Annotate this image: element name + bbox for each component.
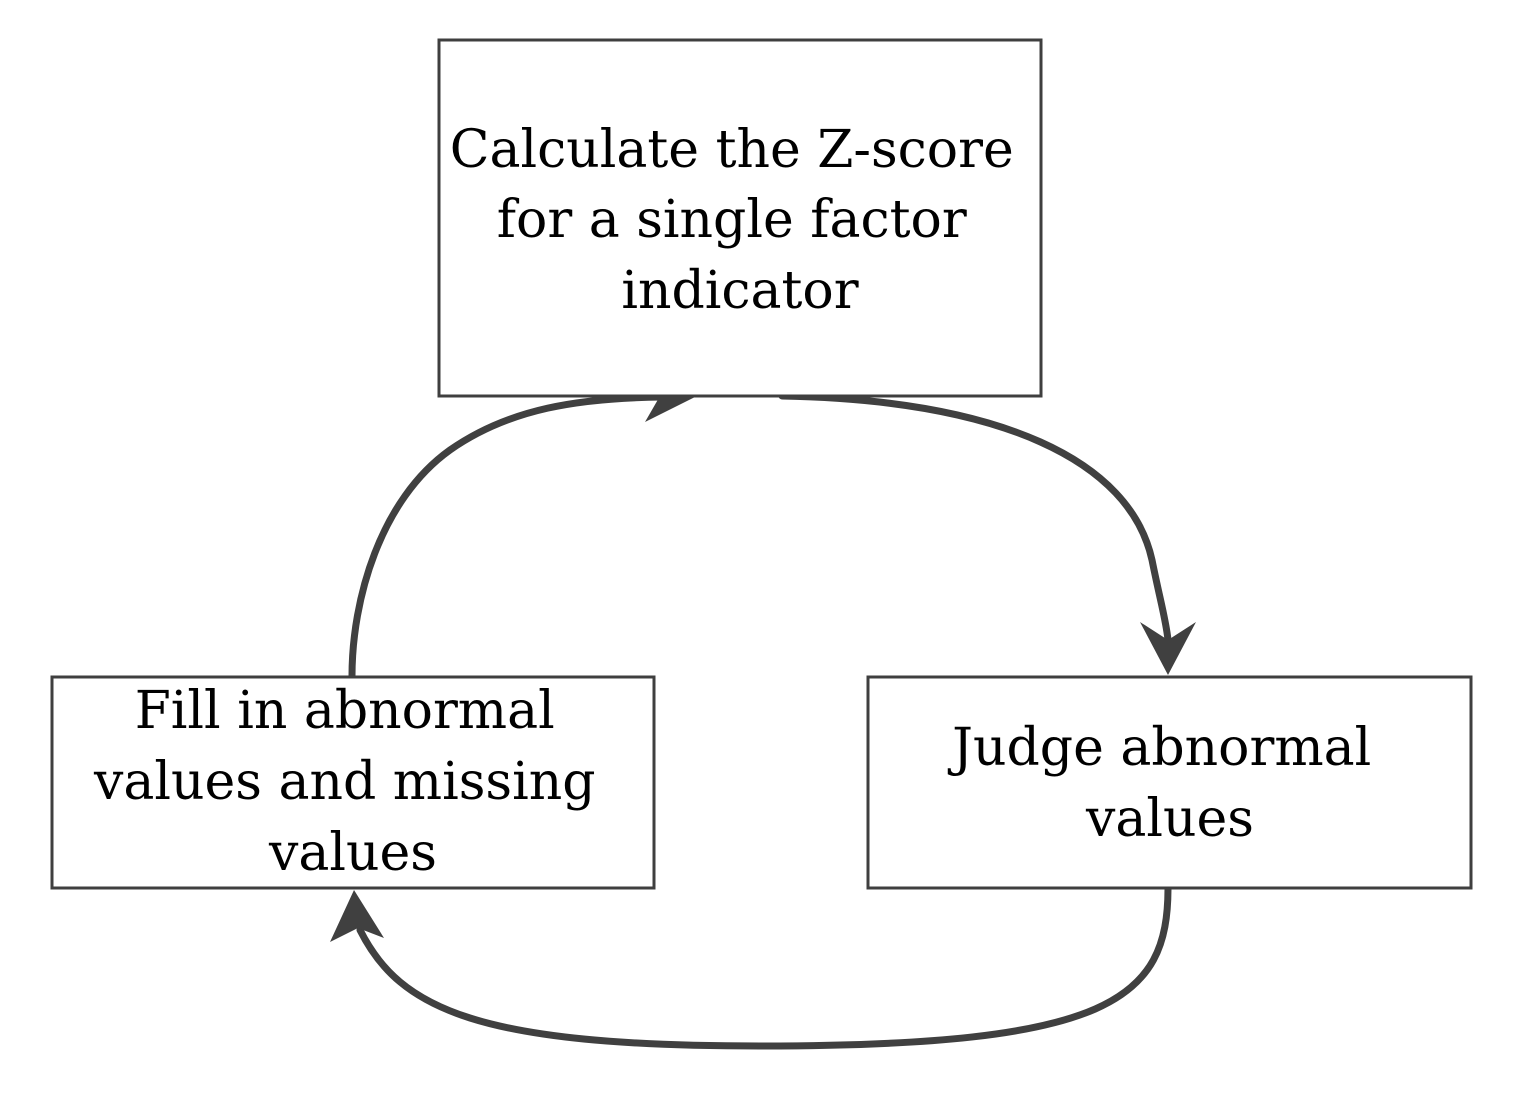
connector-line [778,392,1172,644]
node-label-line: Judge abnormal [947,718,1371,778]
node-label-line: Fill in abnormal [135,681,555,741]
node-label-line: indicator [621,261,858,321]
node-fill-values: Fill in abnormal values and missing valu… [50,675,656,890]
connector-line [348,393,666,680]
edge-calculate-to-judge [778,392,1196,675]
node-label-line: values [268,823,437,883]
node-box [437,38,1043,398]
arrowhead-down [1140,622,1196,675]
connector-line [356,884,1172,1050]
node-label: Calculate the Z-score for a single facto… [450,120,1031,321]
node-calculate-z-score: Calculate the Z-score for a single facto… [437,38,1043,398]
edge-fill-to-calculate [348,371,697,680]
node-label: Fill in abnormal values and missing valu… [93,681,612,883]
edge-judge-to-fill [330,884,1172,1050]
node-box [50,675,656,890]
node-label: Judge abnormal values [947,718,1388,849]
node-label-line: values [1085,789,1254,849]
node-label-line: Calculate the Z-score [450,120,1014,180]
node-label-line: values and missing [93,752,596,812]
node-judge-abnormal-values: Judge abnormal values [866,675,1473,890]
arrowhead-up [330,890,384,942]
node-box [866,675,1473,890]
node-label-line: for a single factor [497,190,967,250]
